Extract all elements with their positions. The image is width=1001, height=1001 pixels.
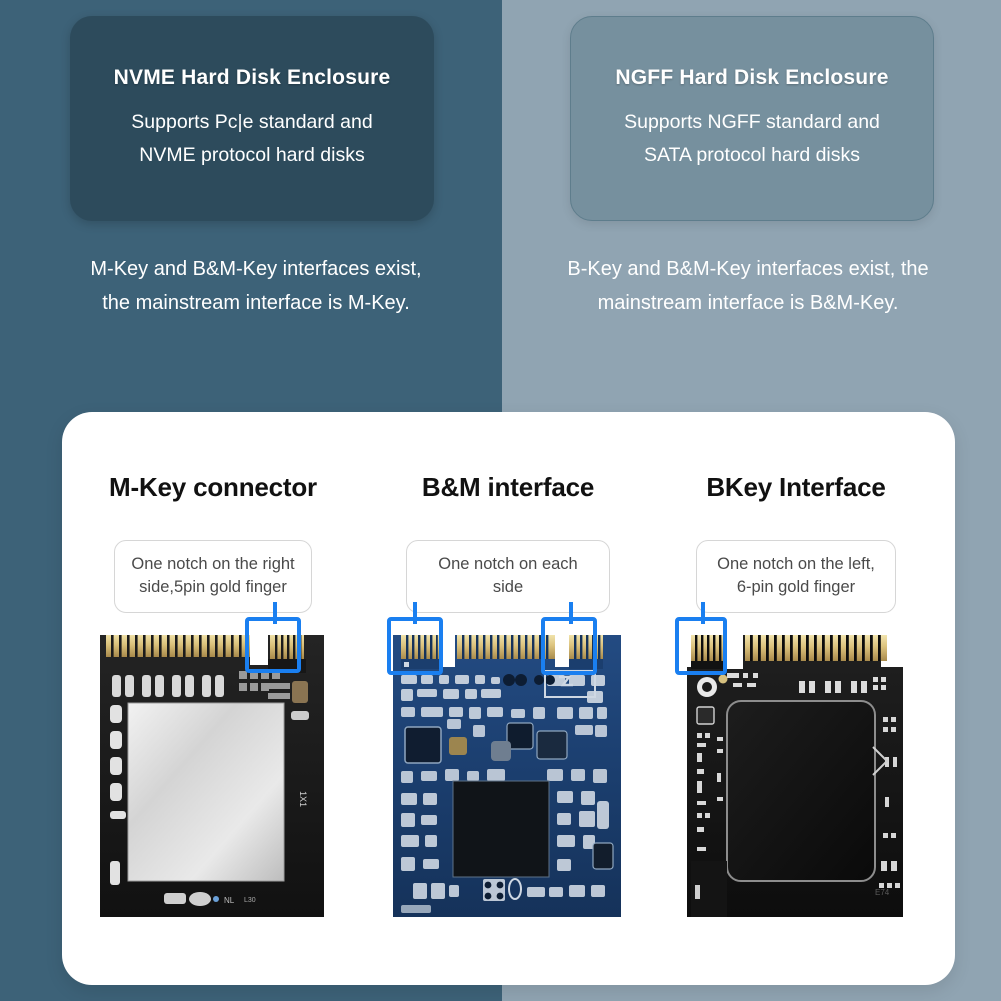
connector-column-m-key: M-Key connector One notch on the right s… [74,412,352,985]
nvme-caption-line-1: M-Key and B&M-Key interfaces exist, [90,258,422,280]
b-key-note: One notch on the left, 6-pin gold finger [696,540,896,613]
b-key-board-svg: E74 [687,635,903,917]
m-key-leader-line [273,602,277,624]
ngff-caption: B-Key and B&M-Key interfaces exist, the … [522,252,974,321]
ngff-caption-line-1: B-Key and B&M-Key interfaces exist, the [567,258,929,280]
svg-text:NL: NL [224,896,235,905]
m-key-note-line-1: One notch on the right [131,555,295,573]
b-and-m-highlight-box-left [387,617,443,675]
connector-column-b-key: BKey Interface One notch on the left, 6-… [657,412,935,985]
ngff-card-line-1: Supports NGFF standard and [624,110,880,133]
b-and-m-note: One notch on each side [406,540,610,613]
svg-text:L30: L30 [244,897,256,904]
b-key-title: BKey Interface [706,472,886,502]
b-and-m-note-line-1: One notch on each side [438,555,578,597]
b-key-leader-line [701,602,705,624]
ngff-card-line-2: SATA protocol hard disks [643,143,861,166]
ngff-card-title: NGFF Hard Disk Enclosure [615,65,889,89]
b-and-m-highlight-box-right [541,617,597,675]
b-and-m-board-svg [393,635,621,917]
nvme-card-line-1: Supports Pc|e standard and [131,110,373,133]
b-and-m-leader-line-right [569,602,573,624]
b-key-note-line-1: One notch on the left, [717,555,875,573]
ngff-enclosure-card: NGFF Hard Disk Enclosure Supports NGFF s… [570,16,934,221]
b-and-m-ssd-image [387,621,627,921]
m-key-note-line-2: side,5pin gold finger [139,578,287,597]
nvme-card-line-2: NVME protocol hard disks [139,143,365,166]
m-key-note: One notch on the right side,5pin gold fi… [114,540,312,613]
nvme-card-title: NVME Hard Disk Enclosure [113,65,391,89]
svg-text:E74: E74 [875,888,890,897]
ngff-caption-line-2: mainstream interface is B&M-Key. [597,292,899,315]
b-and-m-title: B&M interface [421,472,595,502]
b-key-note-line-2: 6-pin gold finger [736,578,856,597]
svg-text:1X1: 1X1 [298,791,308,807]
connector-column-b-and-m: B&M interface One notch on each side [369,412,647,985]
b-key-highlight-box [675,617,727,675]
b-key-ssd-image: E74 [675,621,915,921]
m-key-title: M-Key connector [109,472,317,502]
b-and-m-leader-line-left [413,602,417,624]
m-key-highlight-box [245,617,301,673]
nvme-caption: M-Key and B&M-Key interfaces exist, the … [40,252,472,321]
nvme-enclosure-card: NVME Hard Disk Enclosure Supports Pc|e s… [70,16,434,221]
nvme-caption-line-2: the mainstream interface is M-Key. [102,292,410,315]
connector-comparison-panel: M-Key connector One notch on the right s… [62,412,955,985]
connector-columns: M-Key connector One notch on the right s… [62,412,955,985]
